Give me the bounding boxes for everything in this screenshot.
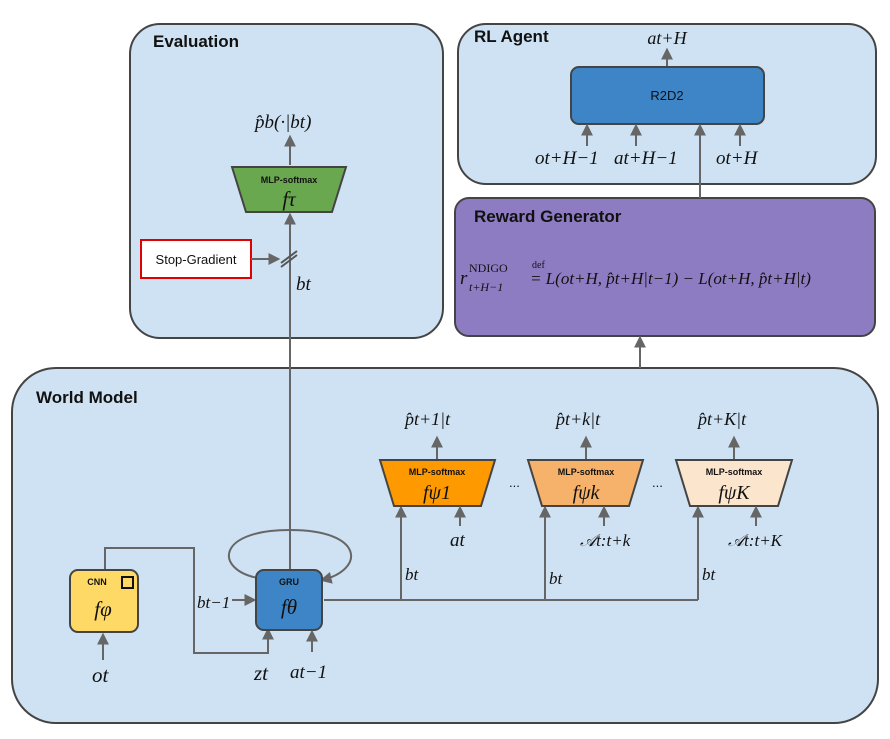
gru-func: fθ xyxy=(281,595,297,619)
eval-mlp-label: MLP-softmax xyxy=(261,175,318,185)
world-model-panel xyxy=(11,367,879,724)
stop-gradient-label: Stop-Gradient xyxy=(156,252,237,267)
stop-gradient-tick-2 xyxy=(280,250,298,264)
gru-box xyxy=(255,569,323,631)
headk-mlp-box xyxy=(526,459,645,507)
cnn-label: CNN xyxy=(87,577,107,587)
reward-generator-title: Reward Generator xyxy=(474,207,622,226)
eval-output-label: p̂b(·|bt) xyxy=(253,112,311,133)
cnn-to-gru-line xyxy=(104,547,274,654)
headK-output-label: p̂t+K|t xyxy=(696,409,747,429)
headK-input-label: 𝒜t:t+K xyxy=(728,531,784,550)
head1-input-label: at xyxy=(450,530,466,551)
reward-def: def xyxy=(532,260,545,271)
dots-2: ... xyxy=(652,475,663,490)
bt-minus-label: bt−1 xyxy=(197,593,230,612)
reward-rhs: = L(ot+H, p̂t+H|t−1) − L(ot+H, p̂t+H|t) xyxy=(530,269,811,288)
headk-mlp-label: MLP-softmax xyxy=(558,467,615,477)
dots-1: ... xyxy=(509,475,520,490)
reward-sup: NDIGO xyxy=(469,261,508,275)
rl-in2-label: at+H−1 xyxy=(614,148,678,169)
cnn-square-icon xyxy=(121,576,134,589)
headK-func: fψK xyxy=(718,482,751,504)
stop-gradient-box xyxy=(140,239,252,279)
eval-bt-label: bt xyxy=(296,274,312,295)
at-minus-label: at−1 xyxy=(290,662,327,683)
rl-in3-label: ot+H xyxy=(716,148,759,169)
rl-agent-title: RL Agent xyxy=(474,27,549,46)
reward-lhs: r xyxy=(460,268,468,289)
eval-mlp-func: fτ xyxy=(282,187,297,211)
cnn-func: fφ xyxy=(94,597,112,621)
zt-label: zt xyxy=(253,661,269,685)
reward-sub: t+H−1 xyxy=(469,280,503,294)
evaluation-title: Evaluation xyxy=(153,32,239,51)
head1-mlp-label: MLP-softmax xyxy=(409,467,466,477)
head1-func: fψ1 xyxy=(423,482,451,504)
head1-bt-label: bt xyxy=(405,565,420,584)
ot-label: ot xyxy=(92,663,110,687)
headK-mlp-box xyxy=(674,459,794,507)
gru-label: GRU xyxy=(279,577,299,587)
head1-mlp-box xyxy=(378,459,497,507)
headK-mlp-label: MLP-softmax xyxy=(706,467,763,477)
rl-output-label: at+H xyxy=(647,28,687,48)
headk-bt-label: bt xyxy=(549,569,564,588)
eval-mlp-softmax-box xyxy=(230,166,348,213)
r2d2-box xyxy=(570,66,765,125)
stop-gradient-tick-1 xyxy=(280,254,298,268)
gru-recurrent-loop xyxy=(228,528,352,584)
rl-in1-label: ot+H−1 xyxy=(535,148,599,169)
head1-output-label: p̂t+1|t xyxy=(403,409,451,429)
headk-input-label: 𝒜t:t+k xyxy=(580,531,631,550)
headK-bt-label: bt xyxy=(702,565,717,584)
world-model-title: World Model xyxy=(36,388,138,407)
headk-output-label: p̂t+k|t xyxy=(554,409,601,429)
headk-func: fψk xyxy=(573,482,601,504)
r2d2-label: R2D2 xyxy=(650,88,683,103)
reward-generator-panel xyxy=(454,197,876,337)
